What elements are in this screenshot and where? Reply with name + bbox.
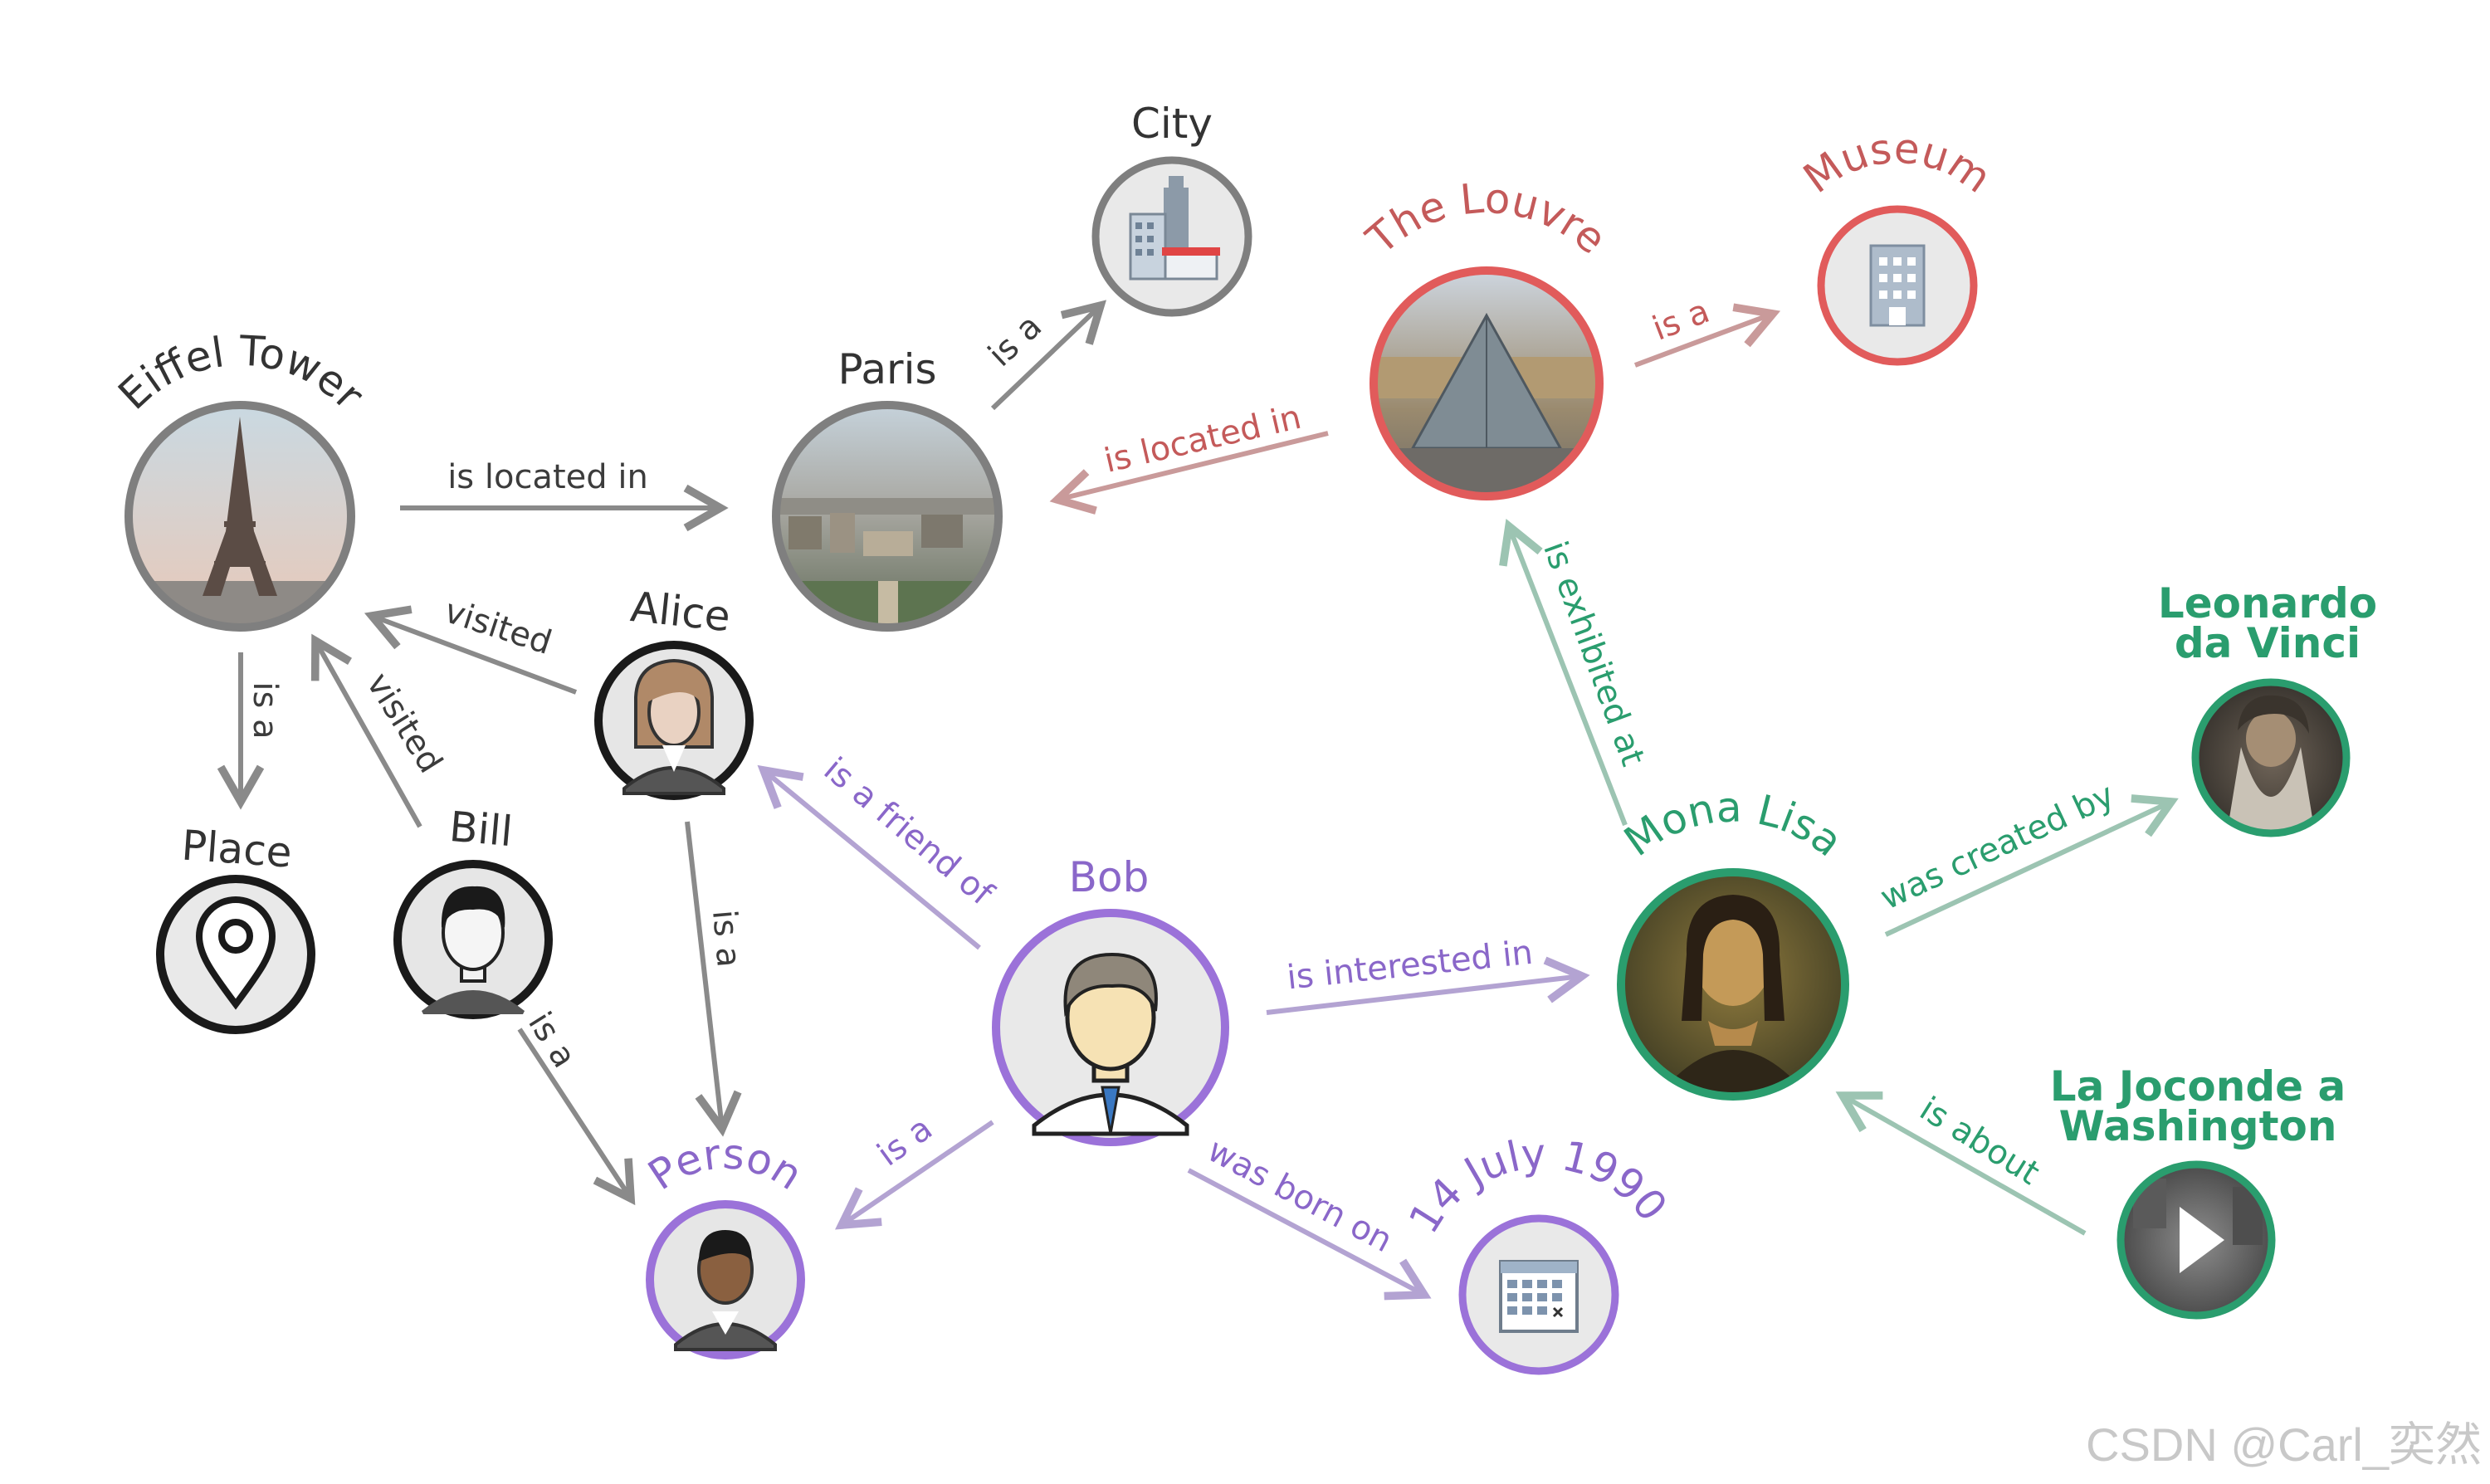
map-pin-icon	[195, 896, 276, 1010]
node-leonardo[interactable]	[2191, 678, 2353, 841]
node-labels: Eiffel Tower Paris City The Louvre Museu…	[110, 100, 2378, 1242]
edge-mona-created-by	[1884, 794, 2179, 937]
city-buildings-icon	[1129, 176, 1220, 281]
edge-alice-visited-eiffel	[364, 605, 578, 695]
node-la-joconde[interactable]	[2116, 1160, 2278, 1322]
edge-bob-is-a-person	[835, 1120, 994, 1230]
edge-bob-friend-alice	[757, 764, 981, 950]
edge-label-mona-created-by: was created by	[1875, 776, 2121, 918]
edge-paris-is-a-city	[990, 300, 1107, 411]
node-bill[interactable]	[393, 860, 553, 1019]
video-play-icon	[2121, 1164, 2272, 1316]
edge-label-mona-exhibited-louvre: is exhibited at	[1536, 536, 1652, 770]
edge-label-bill-visited-eiffel: visited	[359, 666, 449, 780]
person-avatar-icon	[674, 1230, 777, 1351]
edge-bill-visited-eiffel	[310, 633, 422, 828]
edge-label-eiffel-is-a-place: is a	[246, 681, 284, 739]
edge-label-alice-visited-eiffel: visited	[440, 592, 556, 662]
label-leonardo-line1: Leonardo	[2158, 579, 2377, 627]
label-la-joconde-line1: La Joconde a	[2050, 1062, 2346, 1111]
label-museum: Museum	[1794, 124, 1999, 203]
edges	[217, 300, 2179, 1301]
edge-alice-is-a-person	[685, 821, 742, 1137]
edge-label-joconde-about-mona: is about	[1913, 1090, 2046, 1193]
man-in-shirt-avatar-icon	[1032, 952, 1189, 1136]
label-la-joconde-line2: Washington	[2059, 1102, 2337, 1150]
node-place[interactable]	[156, 875, 315, 1034]
edge-label-alice-is-a-person: is a	[705, 908, 748, 969]
node-paris[interactable]	[772, 401, 1004, 639]
label-person: Person	[640, 1130, 811, 1199]
label-leonardo-line2: da Vinci	[2175, 619, 2361, 667]
node-person[interactable]	[646, 1200, 805, 1360]
label-place: Place	[180, 821, 294, 876]
calendar-icon	[1499, 1260, 1579, 1333]
edge-label-louvre-located-paris: is located in	[1101, 398, 1305, 481]
woman-avatar-icon	[622, 658, 725, 795]
museum-building-icon	[1869, 244, 1926, 327]
edge-mona-exhibited-louvre	[1499, 518, 1628, 827]
edge-label-bob-born-on: was born on	[1201, 1131, 1398, 1260]
node-museum[interactable]	[1817, 205, 1978, 366]
watermark: CSDN @Carl_奕然	[2086, 1418, 2482, 1471]
edge-bob-born-on	[1187, 1168, 1432, 1301]
node-eiffel-tower[interactable]	[124, 401, 357, 639]
mona-lisa-painting	[1621, 872, 1845, 1096]
eiffel-tower-photo	[129, 405, 351, 627]
edge-louvre-located-paris	[1049, 431, 1329, 515]
label-mona-lisa: Mona Lisa	[1615, 783, 1851, 866]
node-date[interactable]	[1458, 1214, 1619, 1375]
node-city[interactable]	[1091, 156, 1252, 317]
node-mona-lisa[interactable]	[1617, 868, 1851, 1104]
label-city: City	[1131, 100, 1213, 148]
louvre-pyramid-photo	[1374, 271, 1599, 496]
edge-label-eiffel-located-paris: is located in	[447, 458, 648, 496]
node-alice[interactable]	[594, 641, 754, 800]
node-bob[interactable]	[992, 909, 1229, 1146]
leonardo-portrait	[2195, 682, 2346, 833]
label-the-louvre: The Louvre	[1357, 174, 1615, 264]
label-paris: Paris	[837, 345, 936, 393]
label-bill: Bill	[447, 803, 515, 856]
label-bob: Bob	[1069, 853, 1150, 901]
edge-bill-is-a-person	[517, 1028, 636, 1206]
edge-label-bill-is-a-person: is a	[520, 1006, 583, 1075]
node-the-louvre[interactable]	[1370, 266, 1610, 506]
edge-bob-interested-mona	[1266, 956, 1590, 1015]
label-alice: Alice	[628, 583, 733, 641]
edge-louvre-is-a-museum	[1633, 303, 1781, 368]
man-avatar-icon	[422, 886, 525, 1014]
edge-joconde-about-mona	[1835, 1091, 2087, 1236]
